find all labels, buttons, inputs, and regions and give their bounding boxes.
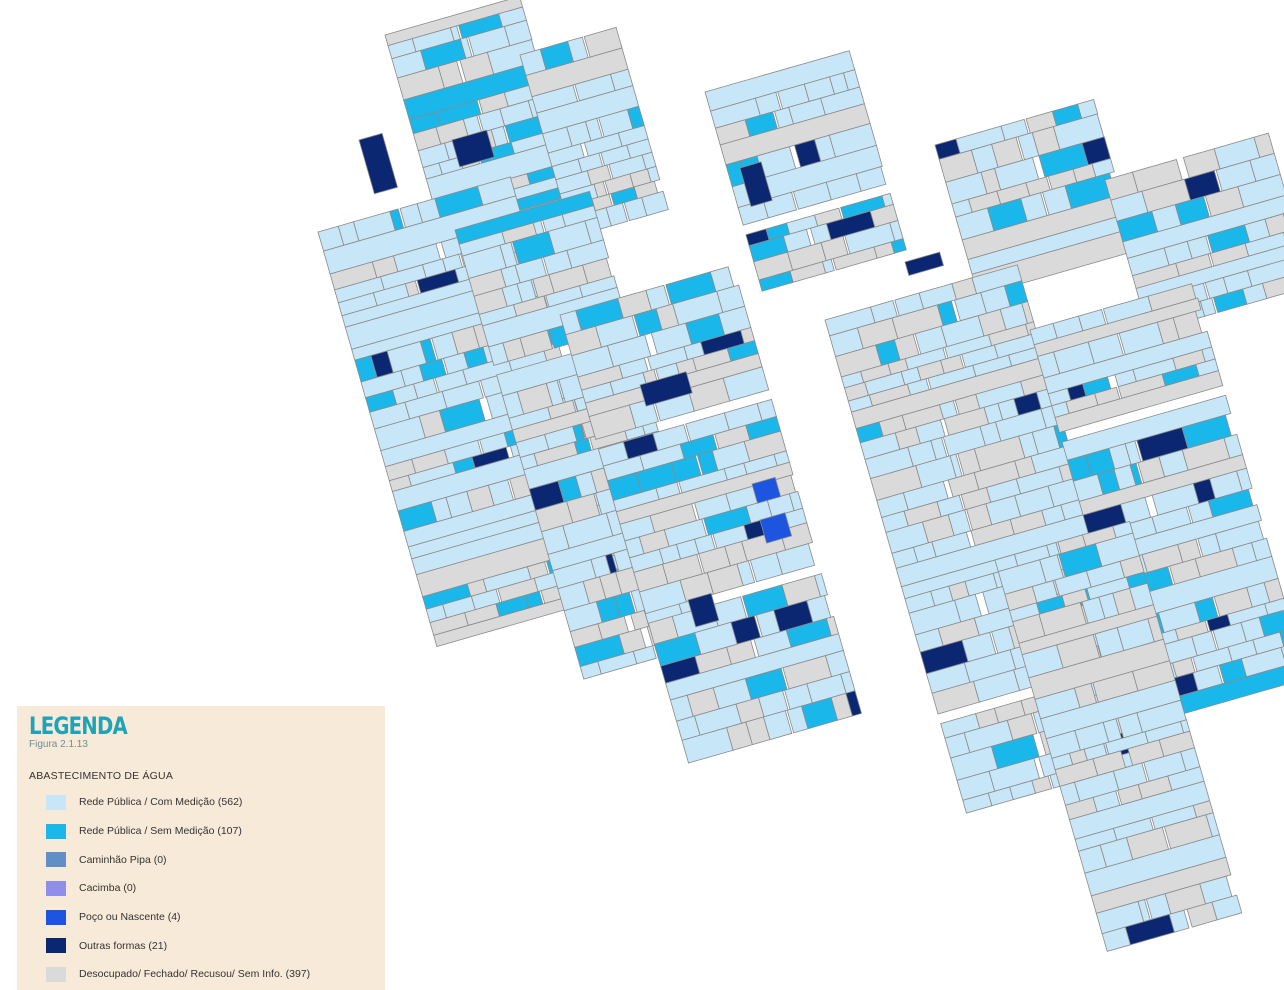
parcel-lot	[722, 366, 770, 402]
legend-item-cacimba: Cacimba (0)	[29, 874, 385, 903]
legend-item-caminhao-pipa: Caminhão Pipa (0)	[29, 845, 385, 874]
parcel-lots	[317, 0, 1284, 952]
parcel-lot	[751, 476, 782, 504]
parcel-lot	[1237, 174, 1284, 208]
parcel-lot	[1033, 297, 1202, 357]
parcel-lot	[759, 512, 793, 544]
parcel-lot	[1211, 894, 1243, 921]
parcel-lot	[1244, 231, 1284, 257]
parcel-lot	[1077, 99, 1099, 119]
parcel-lot	[687, 592, 720, 628]
legend-item-desocupado: Desocupado/ Fechado/ Recusou/ Sem Info. …	[29, 960, 385, 989]
parcel-lot	[1006, 713, 1038, 741]
parcel-lot	[1122, 195, 1284, 259]
legend-item-com-medicao: Rede Pública / Com Medição (562)	[29, 788, 385, 817]
parcel-lot	[632, 645, 657, 665]
legend-item-label: Rede Pública / Com Medição (562)	[79, 796, 243, 809]
parcel-lot	[1054, 370, 1224, 433]
legend-swatch	[46, 966, 66, 982]
parcel-lot	[1199, 297, 1217, 317]
parcel-lot	[763, 710, 793, 741]
parcel-lot	[451, 129, 495, 168]
parcel-lot	[615, 461, 794, 525]
parcel-lot	[639, 371, 693, 407]
parcel-lot	[566, 239, 610, 269]
parcel-lot	[1135, 245, 1284, 302]
legend-swatch	[46, 794, 66, 810]
parcel-lot	[855, 166, 887, 192]
parcel-lot	[775, 543, 816, 575]
legend-item-sem-medicao: Rede Pública / Sem Medição (107)	[29, 817, 385, 846]
parcel-lot	[814, 573, 828, 598]
legend-title: LEGENDA	[29, 712, 128, 740]
parcel-lot	[503, 19, 533, 47]
legend-swatch	[46, 909, 66, 925]
legend-item-label: Cacimba (0)	[79, 882, 137, 895]
legend-swatch	[46, 823, 66, 839]
parcel-lot	[1280, 646, 1284, 660]
parcel-lot	[822, 258, 835, 274]
parcel-lot	[1091, 158, 1115, 178]
parcel-lot	[641, 190, 669, 217]
parcel-lot	[1258, 610, 1284, 637]
legend-swatch	[46, 880, 66, 896]
legend-item-label: Rede Pública / Sem Medição (107)	[79, 825, 242, 838]
legend-figure-number: Figura 2.1.13	[29, 739, 88, 750]
parcel-lot	[646, 165, 661, 183]
parcel-lot	[845, 690, 862, 717]
parcel-lot	[1061, 394, 1232, 461]
legend-item-poco-nascente: Poço ou Nascente (4)	[29, 903, 385, 932]
parcel-lot	[1236, 467, 1253, 492]
parcel-lot	[904, 251, 944, 276]
legend-item-label: Caminhão Pipa (0)	[79, 853, 167, 866]
parcel-lot	[739, 161, 773, 207]
parcel-lot	[358, 132, 398, 195]
legend-swatch	[46, 938, 66, 954]
legend-heading: ABASTECIMENTO DE ÁGUA	[29, 770, 174, 782]
legend-items: Rede Pública / Com Medição (562) Rede Pú…	[29, 788, 385, 989]
parcel-lot	[1168, 909, 1190, 933]
legend-panel: LEGENDA Figura 2.1.13 ABASTECIMENTO DE Á…	[17, 706, 385, 990]
legend-swatch	[46, 852, 66, 868]
parcel-lot	[736, 560, 756, 587]
parcel-lot	[605, 202, 629, 227]
legend-item-label: Outras formas (21)	[79, 939, 168, 952]
parcel-lot	[890, 238, 907, 254]
parcel-lot	[1279, 630, 1284, 648]
legend-item-label: Poço ou Nascente (4)	[79, 911, 181, 924]
parcel-lot	[441, 380, 484, 409]
legend-item-outras-formas: Outras formas (21)	[29, 931, 385, 960]
parcel-lot	[519, 329, 553, 357]
parcel-lot	[1262, 276, 1284, 299]
legend-item-label: Desocupado/ Fechado/ Recusou/ Sem Info. …	[79, 968, 311, 981]
parcel-lot	[1031, 775, 1053, 794]
parcel-lot	[1240, 646, 1284, 678]
parcel-lot	[1264, 213, 1284, 237]
parcel-lot	[1264, 597, 1284, 616]
parcel-lot	[1090, 856, 1232, 914]
